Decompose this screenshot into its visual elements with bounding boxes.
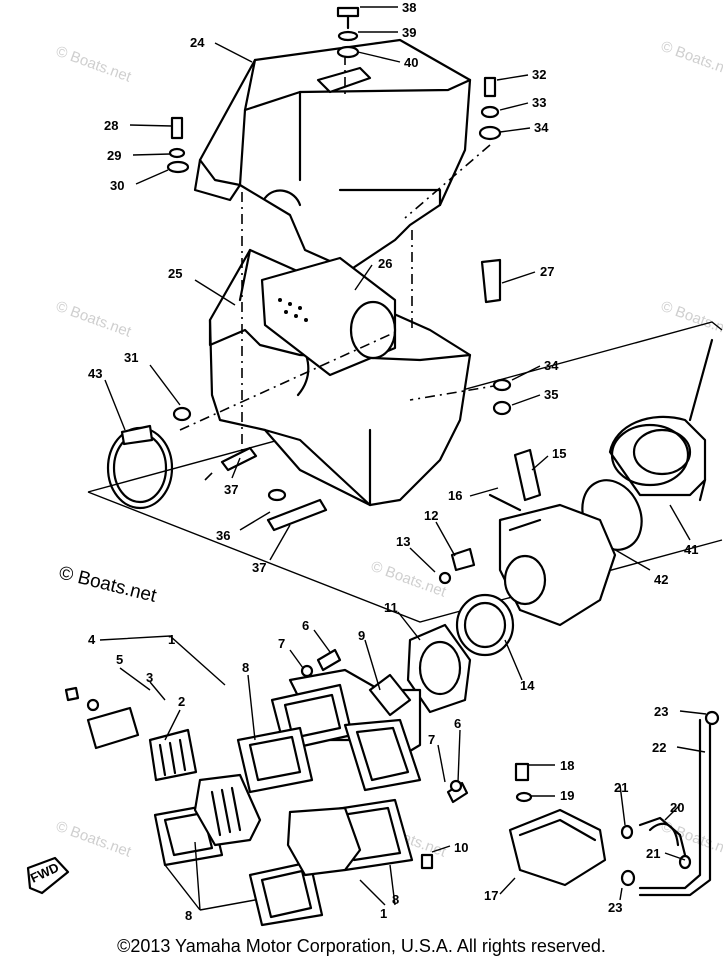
callout-26: 26 <box>378 256 392 271</box>
centerline-5 <box>179 329 401 431</box>
joint-11 <box>406 623 472 714</box>
fwd-arrow-icon: FWD <box>26 856 70 895</box>
copyright-notice: ©2013 Yamaha Motor Corporation, U.S.A. A… <box>117 936 606 956</box>
callout-16: 16 <box>448 488 462 503</box>
callout-40: 40 <box>404 55 418 70</box>
callout-8-right: 8 <box>392 892 399 907</box>
filter-element <box>260 256 397 377</box>
callout-35: 35 <box>544 387 558 402</box>
callout-23-top: 23 <box>654 704 668 719</box>
callout-20: 20 <box>670 800 684 815</box>
callout-21-bottom: 21 <box>646 846 660 861</box>
fuel-pump-17 <box>508 762 607 887</box>
watermark-1: © Boats.net <box>54 43 134 86</box>
callout-34-mid: 34 <box>544 358 559 373</box>
callout-27: 27 <box>540 264 554 279</box>
callout-7-top: 7 <box>278 636 285 651</box>
hose-clamp-43 <box>106 424 174 510</box>
carb-joint-14 <box>455 593 515 657</box>
callout-37-bottom: 37 <box>252 560 266 575</box>
callout-3: 3 <box>146 670 153 685</box>
callout-39: 39 <box>402 25 416 40</box>
callout-25: 25 <box>168 266 182 281</box>
callout-1-top: 1 <box>168 632 175 647</box>
callout-33: 33 <box>532 95 546 110</box>
watermark-4: © Boats.net <box>54 298 134 341</box>
centerline-3 <box>404 144 491 219</box>
callout-41: 41 <box>684 542 698 557</box>
callout-34-top: 34 <box>534 120 549 135</box>
callout-1-bottom: 1 <box>380 906 387 921</box>
callout-29: 29 <box>107 148 121 163</box>
callout-38: 38 <box>402 0 416 15</box>
callout-8-bottom: 8 <box>185 908 192 923</box>
callout-9: 9 <box>358 628 365 643</box>
callout-43: 43 <box>88 366 102 381</box>
callout-8-top: 8 <box>242 660 249 675</box>
leader-lines <box>99 6 707 911</box>
callout-30: 30 <box>110 178 124 193</box>
callout-15: 15 <box>552 446 566 461</box>
bolt-28-group <box>166 116 190 174</box>
callout-10: 10 <box>454 840 468 855</box>
callout-28: 28 <box>104 118 118 133</box>
callout-18: 18 <box>560 758 574 773</box>
watermark-main: © Boats.net <box>57 562 159 607</box>
nuts-small <box>172 378 512 422</box>
callout-7-bottom: 7 <box>428 732 435 747</box>
callout-numbers: 38 39 40 24 32 33 34 28 29 30 26 27 25 3… <box>88 0 698 923</box>
watermark-7: © Boats.net <box>54 818 134 861</box>
centerline-7 <box>204 469 216 481</box>
callout-6-bottom: 6 <box>454 716 461 731</box>
callout-5: 5 <box>116 652 123 667</box>
callout-31: 31 <box>124 350 138 365</box>
callout-14: 14 <box>520 678 535 693</box>
callout-6-top: 6 <box>302 618 309 633</box>
callout-11: 11 <box>384 600 398 615</box>
callout-2: 2 <box>178 694 185 709</box>
callout-36: 36 <box>216 528 230 543</box>
intake-duct-41 <box>608 338 714 502</box>
top-screw <box>336 6 360 59</box>
callout-21-top: 21 <box>614 780 628 795</box>
callout-4: 4 <box>88 632 96 647</box>
reed-valve-parts <box>64 686 362 877</box>
callout-37-top: 37 <box>224 482 238 497</box>
callout-19: 19 <box>560 788 574 803</box>
carburetor <box>438 448 617 627</box>
watermark-3: © Boats.net <box>659 38 723 81</box>
silencer-cover <box>193 38 472 272</box>
small-bolts <box>300 648 469 870</box>
callout-42: 42 <box>654 572 668 587</box>
callout-22: 22 <box>652 740 666 755</box>
callout-17: 17 <box>484 888 498 903</box>
bolt-32-group <box>478 76 502 141</box>
callout-24: 24 <box>190 35 205 50</box>
callout-12: 12 <box>424 508 438 523</box>
part-27 <box>480 258 502 304</box>
callout-13: 13 <box>396 534 410 549</box>
centerline-6 <box>409 384 501 401</box>
callout-32: 32 <box>532 67 546 82</box>
callout-23-bottom: 23 <box>608 900 622 915</box>
fuel-hoses <box>620 710 720 897</box>
gaskets-8 <box>153 683 422 927</box>
watermark-5: © Boats.net <box>369 558 449 601</box>
